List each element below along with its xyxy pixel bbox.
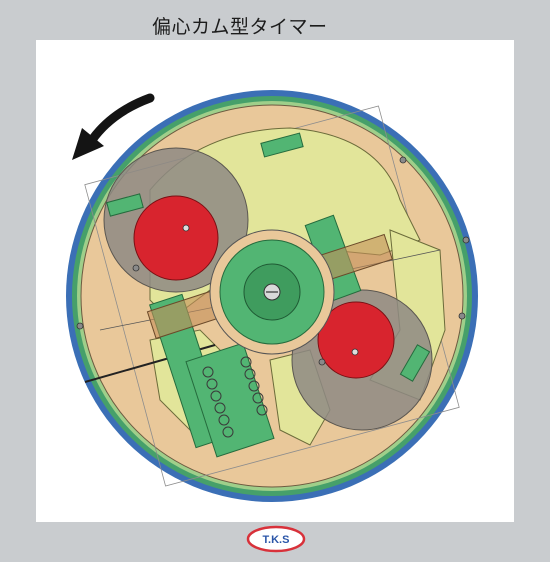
- rim-screws: [76, 156, 470, 366]
- logo-text: T.K.S: [263, 534, 290, 546]
- contact-tab-right: [399, 344, 431, 382]
- spring-housing: [185, 342, 275, 458]
- page-title: 偏心カム型タイマー: [152, 16, 328, 38]
- tks-logo: T.K.S: [246, 525, 306, 553]
- rotation-arrow-head: [72, 128, 104, 160]
- spring-coils: [202, 356, 268, 438]
- logo-ring: [246, 525, 306, 553]
- cam-lobe-left: [133, 195, 219, 281]
- rotation-arrow: [87, 93, 155, 145]
- contact-tab-top: [260, 132, 304, 158]
- cam-lobe-right: [317, 301, 395, 379]
- contact-tab-left: [106, 193, 144, 217]
- cam-pin-right: [351, 348, 359, 356]
- cam-pin-left: [182, 224, 190, 232]
